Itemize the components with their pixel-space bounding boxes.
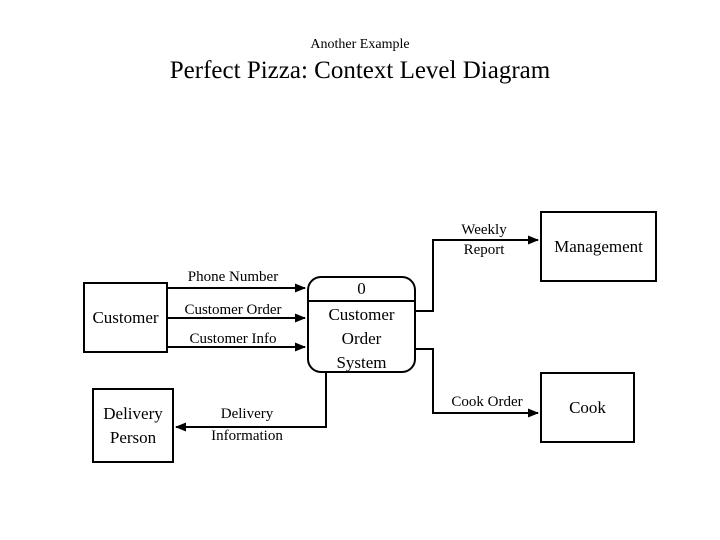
process-name: Customer Order System xyxy=(328,305,395,372)
flow-label-cook-order: Cook Order xyxy=(451,394,523,410)
entity-delivery-person-label: Delivery Person xyxy=(103,403,163,447)
slide-title: Perfect Pizza: Context Level Diagram xyxy=(169,57,551,84)
entity-customer-label: Customer xyxy=(92,307,159,327)
entity-management-label: Management xyxy=(554,236,643,256)
entity-cook-label: Cook xyxy=(569,397,606,417)
flow-line-weekly-report xyxy=(416,235,539,312)
entity-cook: Cook xyxy=(540,372,635,443)
entity-customer: Customer xyxy=(83,282,168,353)
flow-label-phone-number: Phone Number xyxy=(187,269,279,285)
process-customer-order-system: 0 Customer Order System xyxy=(307,276,416,373)
flow-label-delivery-information: Delivery Information xyxy=(211,406,283,444)
flow-label-customer-info: Customer Info xyxy=(189,331,277,347)
flow-label-customer-order: Customer Order xyxy=(184,302,282,318)
flow-label-weekly-report: Weekly Report xyxy=(461,222,507,258)
flow-line-delivery-information xyxy=(175,373,327,432)
process-number: 0 xyxy=(309,278,414,302)
entity-delivery-person: Delivery Person xyxy=(92,388,174,463)
slide-subtitle: Another Example xyxy=(310,37,410,52)
flow-line-cook-order xyxy=(416,348,539,418)
entity-management: Management xyxy=(540,211,657,282)
